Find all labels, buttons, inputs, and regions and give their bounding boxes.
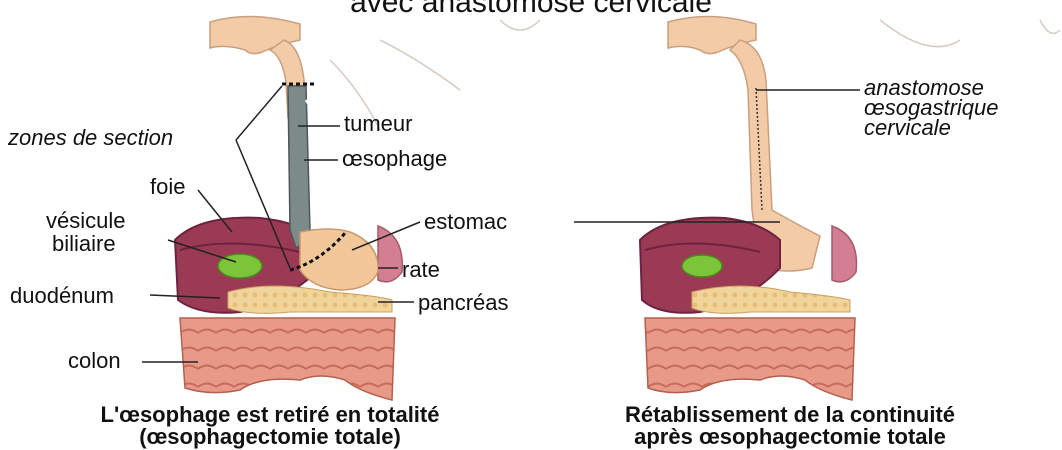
label-foie: foie [150,175,185,199]
right-pancreas [692,286,850,313]
right-caption-line1: Rétablissement de la continuité [540,404,1040,426]
right-gallbladder [682,255,722,277]
right-body-outline [880,20,1060,47]
label-vesicule-line1: vésicule [46,209,125,233]
right-intestines [645,318,855,400]
label-vesicule-line2: biliaire [52,232,116,256]
label-rate: rate [402,258,440,282]
label-zones-de-section: zones de section [8,126,173,150]
left-intestines [180,318,395,400]
label-duodenum: duodénum [10,284,114,308]
label-estomac: estomac [424,210,507,234]
right-caption-line2: après œsophagectomie totale [540,426,1040,448]
right-figure [640,16,1060,400]
label-colon: colon [68,349,121,373]
left-pancreas [228,286,392,313]
label-anastomose-line3: cervicale [864,116,951,140]
label-oesophage: œsophage [342,147,447,171]
label-tumeur: tumeur [344,112,412,136]
left-caption-line1: L'œsophage est retiré en totalité [20,404,520,426]
label-pancreas: pancréas [418,291,509,315]
left-esophagus-tumor [288,86,310,248]
right-leader-lines [574,90,860,222]
left-caption-line2: (œsophagectomie totale) [20,426,520,448]
right-spleen [832,226,857,282]
